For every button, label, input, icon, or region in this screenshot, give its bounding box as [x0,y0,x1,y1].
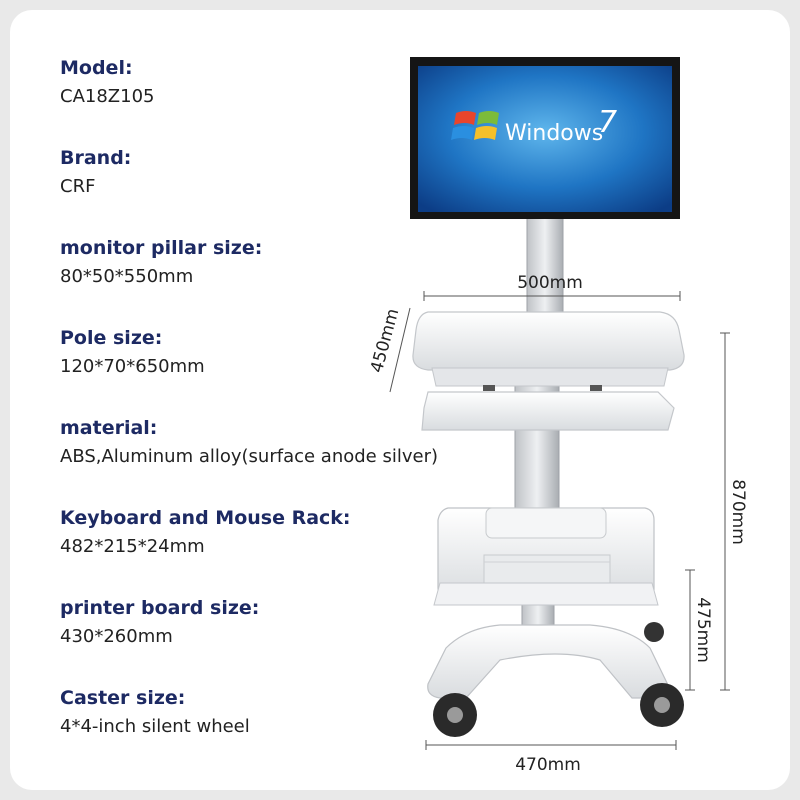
printer-board [433,582,659,606]
dimension-height-total: 870mm [728,479,748,545]
spec-label: monitor pillar size: [60,237,263,259]
spec-value: 482*215*24mm [60,536,205,557]
dimension-depth-top: 450mm [367,306,403,375]
spec-caster: Caster size: 4*4-inch silent wheel [60,685,520,775]
monitor-screen [418,66,672,212]
spec-value: CA18Z105 [60,86,155,107]
spec-pole: Pole size: 120*70*650mm [60,325,520,415]
work-tray [412,311,685,391]
os-version: 7 [598,105,617,140]
windows-logo-icon [451,111,499,140]
spec-value: 80*50*550mm [60,266,194,287]
spec-monitor-pillar: monitor pillar size: 80*50*550mm [60,235,520,325]
spec-brand: Brand: CRF [60,145,520,235]
spec-label: Brand: [60,147,132,169]
spec-keyboard-rack: Keyboard and Mouse Rack: 482*215*24mm [60,505,520,595]
spec-material: material: ABS,Aluminum alloy(surface ano… [60,415,520,505]
monitor: Windows 7 [410,57,680,219]
spec-label: material: [60,417,158,439]
monitor-pillar [526,214,564,316]
dimension-height-base: 475mm [693,597,713,663]
spec-list: Model: CA18Z105 Brand: CRF monitor pilla… [60,55,520,775]
dimension-width-top: 500mm [517,273,583,293]
spec-value: CRF [60,176,96,197]
spec-printer-board: printer board size: 430*260mm [60,595,520,685]
dimension-width-base: 470mm [515,755,581,775]
cart-base [427,624,669,699]
spec-value: 430*260mm [60,626,173,647]
spec-value: ABS,Aluminum alloy(surface anode silver) [60,446,438,467]
spec-model: Model: CA18Z105 [60,55,520,145]
spec-label: printer board size: [60,597,260,619]
spec-label: Model: [60,57,133,79]
os-text: Windows [505,121,603,146]
spec-value: 4*4-inch silent wheel [60,716,250,737]
spec-label: Caster size: [60,687,186,709]
spec-label: Pole size: [60,327,163,349]
spec-value: 120*70*650mm [60,356,205,377]
dimension-lines [389,291,730,750]
caster-wheel-icon [433,622,684,737]
keyboard-rack [421,391,675,431]
spec-label: Keyboard and Mouse Rack: [60,507,351,529]
